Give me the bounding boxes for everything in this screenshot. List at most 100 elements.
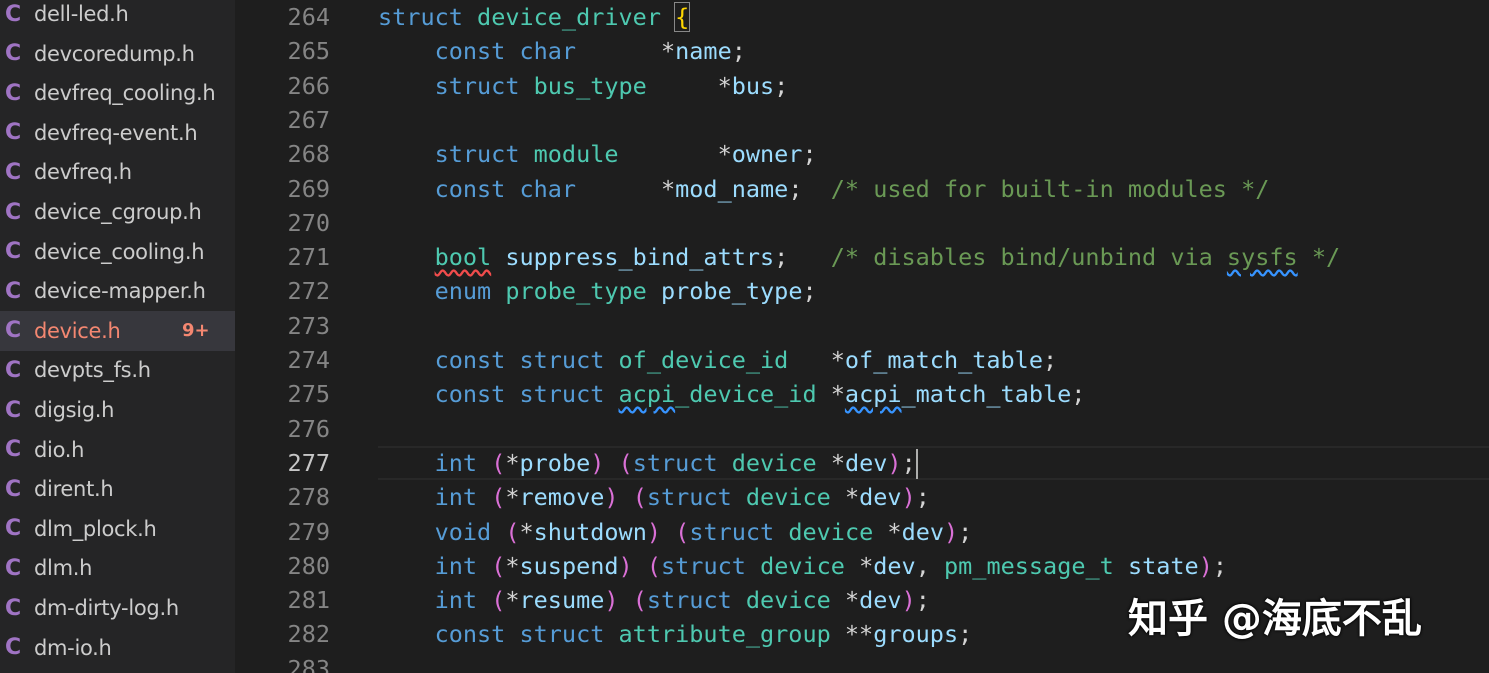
code-line[interactable]: 270 (235, 206, 1489, 240)
code-token: suppress_bind_attrs (505, 243, 775, 272)
code-token: * (618, 140, 732, 169)
line-number: 271 (287, 243, 330, 272)
code-token: * (505, 448, 520, 477)
file-name: devcoredump.h (34, 41, 195, 66)
line-number: 273 (287, 311, 330, 340)
code-token: ( (632, 483, 647, 512)
code-token: ) (618, 551, 633, 580)
code-token (661, 518, 675, 546)
code-line[interactable]: 271 bool suppress_bind_attrs; /* disable… (235, 240, 1489, 274)
code-token (378, 175, 435, 203)
code-token (378, 552, 435, 580)
c-file-icon: C (5, 239, 22, 265)
line-number: 268 (287, 140, 330, 169)
line-number: 282 (287, 620, 330, 649)
code-token: ** (844, 620, 874, 649)
code-token: ) (901, 586, 916, 615)
code-line[interactable]: 267 (235, 103, 1489, 137)
code-token: ; (802, 140, 817, 169)
c-file-icon: C (5, 1, 22, 27)
code-token: ) (887, 448, 902, 477)
code-token: struct (646, 586, 746, 615)
code-text: const struct of_device_id *of_match_tabl… (378, 343, 1058, 377)
code-token: struct (646, 483, 746, 512)
code-line[interactable]: 269 const char *mod_name; /* used for bu… (235, 172, 1489, 206)
code-line[interactable]: 268 struct module *owner; (235, 137, 1489, 171)
code-token: const (434, 174, 520, 203)
code-token: ; (731, 37, 746, 66)
code-token: ) (646, 517, 661, 546)
code-line[interactable]: 278 int (*remove) (struct device *dev); (235, 480, 1489, 514)
code-token: ; (1071, 380, 1086, 409)
c-file-icon: C (5, 555, 22, 581)
code-token: * (788, 346, 845, 374)
line-number: 279 (287, 517, 330, 546)
code-token: ) (901, 483, 916, 512)
code-token: ; (915, 586, 930, 615)
code-line[interactable]: 275 const struct acpi_device_id *acpi_ma… (235, 377, 1489, 411)
line-number: 264 (287, 3, 330, 31)
code-line[interactable]: 273 (235, 309, 1489, 343)
c-file-icon: C (5, 278, 22, 304)
code-token: ( (675, 517, 690, 546)
line-number: 278 (287, 483, 330, 512)
code-token: struct (519, 620, 619, 649)
file-name: devfreq-event.h (34, 120, 198, 145)
code-line[interactable]: 276 (235, 412, 1489, 446)
code-text: const char *name; (378, 34, 746, 68)
code-token: name (675, 37, 732, 66)
code-token: device (745, 586, 845, 615)
code-token: dev (859, 586, 902, 615)
code-line[interactable]: 281 int (*resume) (struct device *dev); (235, 583, 1489, 617)
code-token: ( (491, 483, 506, 512)
code-token: * (505, 586, 520, 615)
code-token: struct (661, 551, 761, 580)
code-line[interactable]: 279 void (*shutdown) (struct device *dev… (235, 515, 1489, 549)
code-token: int (434, 448, 492, 477)
code-line[interactable]: 277 int (*probe) (struct device *dev); (235, 445, 1489, 480)
code-token: struct (519, 346, 619, 374)
code-token: const (434, 620, 520, 649)
code-token: int (434, 586, 492, 615)
code-line[interactable]: 274 const struct of_device_id *of_match_… (235, 343, 1489, 377)
file-name: devfreq_cooling.h (34, 81, 216, 106)
code-token: struct (434, 140, 534, 169)
code-line[interactable]: 280 int (*suspend) (struct device *dev, … (235, 549, 1489, 583)
code-token: struct (434, 71, 534, 100)
code-token: struct (519, 380, 619, 409)
code-token: probe_type (660, 277, 803, 306)
code-line[interactable]: 266 struct bus_type *bus; (235, 69, 1489, 103)
code-token: _match_table (901, 380, 1072, 409)
code-token: int (434, 551, 492, 580)
code-token: bus_type (533, 71, 647, 100)
code-token: * (859, 551, 874, 580)
code-token: owner (731, 140, 803, 169)
code-line[interactable]: 272 enum probe_type probe_type; (235, 274, 1489, 308)
c-file-icon: C (5, 397, 22, 423)
code-line[interactable]: 282 const struct attribute_group **group… (235, 617, 1489, 651)
file-name: dm-io.h (34, 635, 112, 660)
code-token (378, 518, 435, 546)
code-line[interactable]: 265 const char *name; (235, 34, 1489, 68)
code-token: struct (689, 517, 789, 546)
code-line[interactable]: 283 (235, 652, 1489, 673)
